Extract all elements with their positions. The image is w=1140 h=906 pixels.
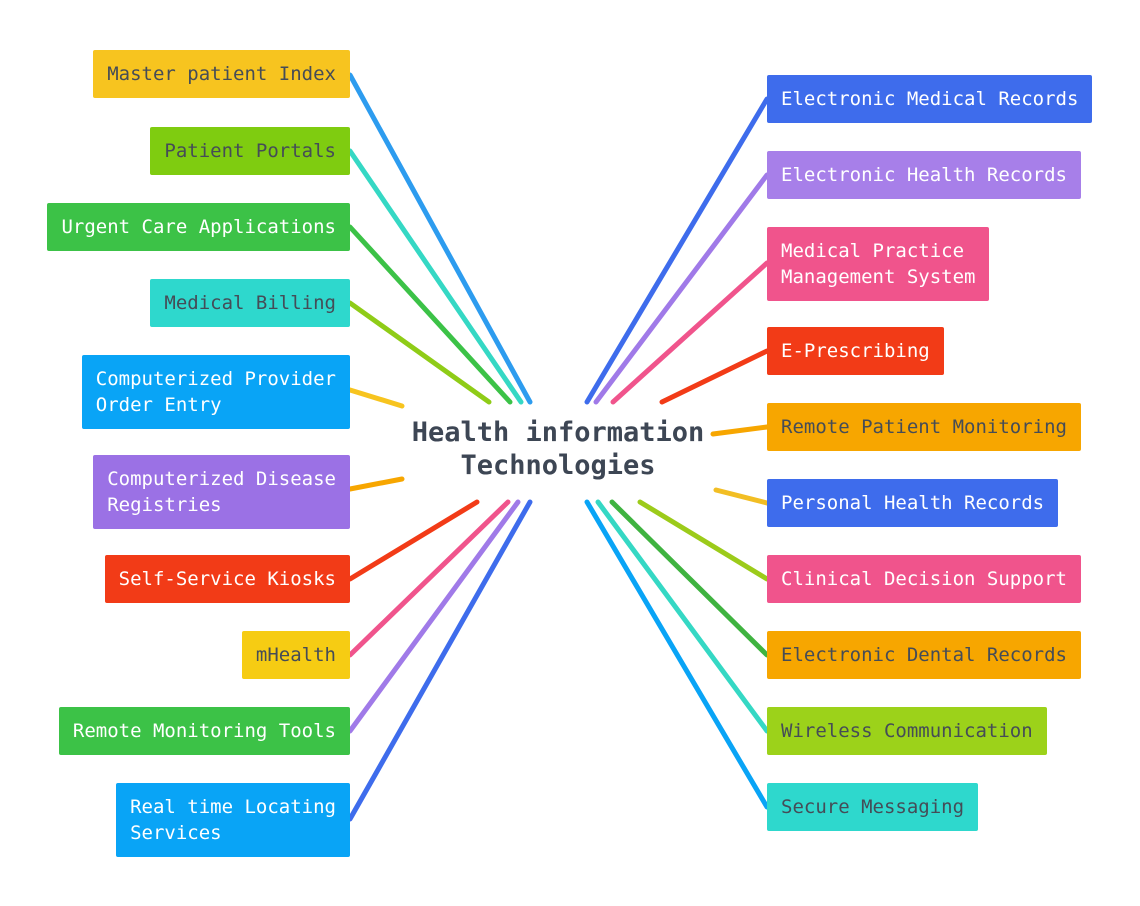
- node-clinical-decision-support: Clinical Decision Support: [767, 555, 1081, 603]
- node-secure-messaging: Secure Messaging: [767, 783, 979, 831]
- connector-real-time-locating-services: [347, 499, 533, 822]
- node-urgent-care-applications: Urgent Care Applications: [47, 203, 350, 251]
- node-medical-practice-management-system: Medical Practice Management System: [767, 227, 990, 301]
- node-remote-monitoring-tools: Remote Monitoring Tools: [58, 707, 350, 755]
- connector-personal-health-records: [713, 487, 770, 506]
- connector-e-prescribing: [659, 348, 770, 405]
- connector-remote-monitoring-tools: [347, 499, 521, 734]
- connector-mhealth: [347, 499, 511, 658]
- connector-patient-portals: [347, 148, 524, 405]
- connector-master-patient-index: [347, 72, 533, 405]
- connector-medical-billing: [347, 300, 492, 405]
- connector-computerized-provider-order-entry: [347, 387, 405, 409]
- node-electronic-health-records: Electronic Health Records: [767, 151, 1081, 199]
- connector-urgent-care-applications: [347, 224, 513, 405]
- connector-computerized-disease-registries: [347, 476, 405, 492]
- node-real-time-locating-services: Real time Locating Services: [116, 783, 350, 857]
- node-personal-health-records: Personal Health Records: [767, 479, 1059, 527]
- node-electronic-dental-records: Electronic Dental Records: [767, 631, 1081, 679]
- node-wireless-communication: Wireless Communication: [767, 707, 1047, 755]
- connector-secure-messaging: [584, 499, 770, 810]
- connector-electronic-health-records: [593, 172, 770, 405]
- connector-electronic-medical-records: [584, 96, 770, 405]
- connector-remote-patient-monitoring: [710, 424, 770, 437]
- node-electronic-medical-records: Electronic Medical Records: [767, 75, 1093, 123]
- connector-clinical-decision-support: [637, 499, 770, 582]
- node-mhealth: mHealth: [241, 631, 350, 679]
- node-medical-billing: Medical Billing: [150, 279, 350, 327]
- node-self-service-kiosks: Self-Service Kiosks: [104, 555, 350, 603]
- node-e-prescribing: E-Prescribing: [767, 327, 944, 375]
- central-topic: Health information Technologies: [411, 417, 705, 481]
- connector-wireless-communication: [595, 499, 770, 734]
- node-patient-portals: Patient Portals: [150, 127, 350, 175]
- connector-electronic-dental-records: [609, 499, 770, 658]
- node-remote-patient-monitoring: Remote Patient Monitoring: [767, 403, 1081, 451]
- node-computerized-provider-order-entry: Computerized Provider Order Entry: [81, 355, 350, 429]
- node-computerized-disease-registries: Computerized Disease Registries: [93, 455, 350, 529]
- connector-medical-practice-management-system: [610, 260, 770, 405]
- connector-self-service-kiosks: [347, 499, 480, 582]
- node-master-patient-index: Master patient Index: [93, 50, 350, 98]
